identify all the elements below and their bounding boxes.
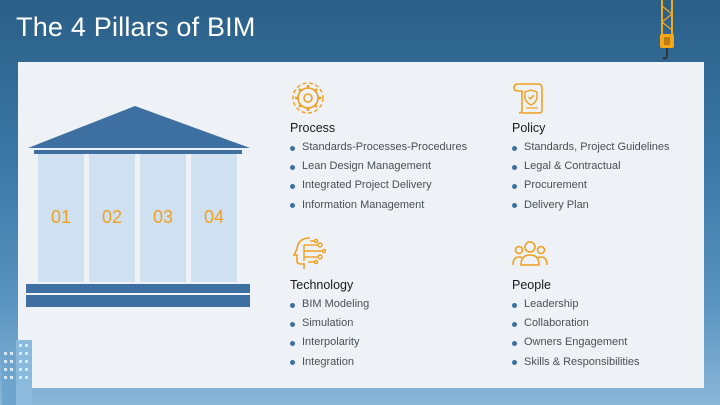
list-item: Procurement bbox=[512, 176, 670, 195]
list-item: Integration bbox=[290, 353, 369, 372]
pillar-number-03: 03 bbox=[152, 207, 174, 227]
section-title-policy: Policy bbox=[512, 121, 546, 135]
list-item: Integrated Project Delivery bbox=[290, 176, 467, 195]
pillar-3 bbox=[140, 154, 186, 282]
list-item: Simulation bbox=[290, 314, 369, 333]
temple-roof bbox=[28, 106, 250, 148]
section-title-people: People bbox=[512, 278, 551, 292]
people-list: Leadership Collaboration Owners Engageme… bbox=[512, 295, 640, 372]
list-item: Leadership bbox=[512, 295, 640, 314]
list-item: Interpolarity bbox=[290, 333, 369, 352]
pillar-number-04: 04 bbox=[203, 207, 225, 227]
pillar-2 bbox=[89, 154, 135, 282]
buildings-icon bbox=[2, 340, 32, 405]
policy-list: Standards, Project Guidelines Legal & Co… bbox=[512, 138, 670, 215]
list-item: Information Management bbox=[290, 196, 467, 215]
process-list: Standards-Processes-Procedures Lean Desi… bbox=[290, 138, 467, 215]
list-item: Lean Design Management bbox=[290, 157, 467, 176]
list-item: Legal & Contractual bbox=[512, 157, 670, 176]
list-item: Standards, Project Guidelines bbox=[512, 138, 670, 157]
list-item: Delivery Plan bbox=[512, 196, 670, 215]
section-title-technology: Technology bbox=[290, 278, 354, 292]
crane-hook-icon bbox=[660, 0, 674, 60]
pillar-1 bbox=[38, 154, 84, 282]
slide-title: The 4 Pillars of BIM bbox=[16, 12, 256, 42]
circuit-head-icon bbox=[292, 237, 326, 269]
gear-icon bbox=[292, 82, 324, 114]
pillar-number-01: 01 bbox=[50, 207, 72, 227]
people-group-icon bbox=[512, 241, 548, 266]
list-item: Collaboration bbox=[512, 314, 640, 333]
technology-list: BIM Modeling Simulation Interpolarity In… bbox=[290, 295, 369, 372]
document-shield-icon bbox=[513, 83, 543, 114]
pillar-4 bbox=[191, 154, 237, 282]
list-item: Owners Engagement bbox=[512, 333, 640, 352]
pillar-number-02: 02 bbox=[101, 207, 123, 227]
list-item: Skills & Responsibilities bbox=[512, 353, 640, 372]
list-item: BIM Modeling bbox=[290, 295, 369, 314]
list-item: Standards-Processes-Procedures bbox=[290, 138, 467, 157]
section-title-process: Process bbox=[290, 121, 336, 135]
